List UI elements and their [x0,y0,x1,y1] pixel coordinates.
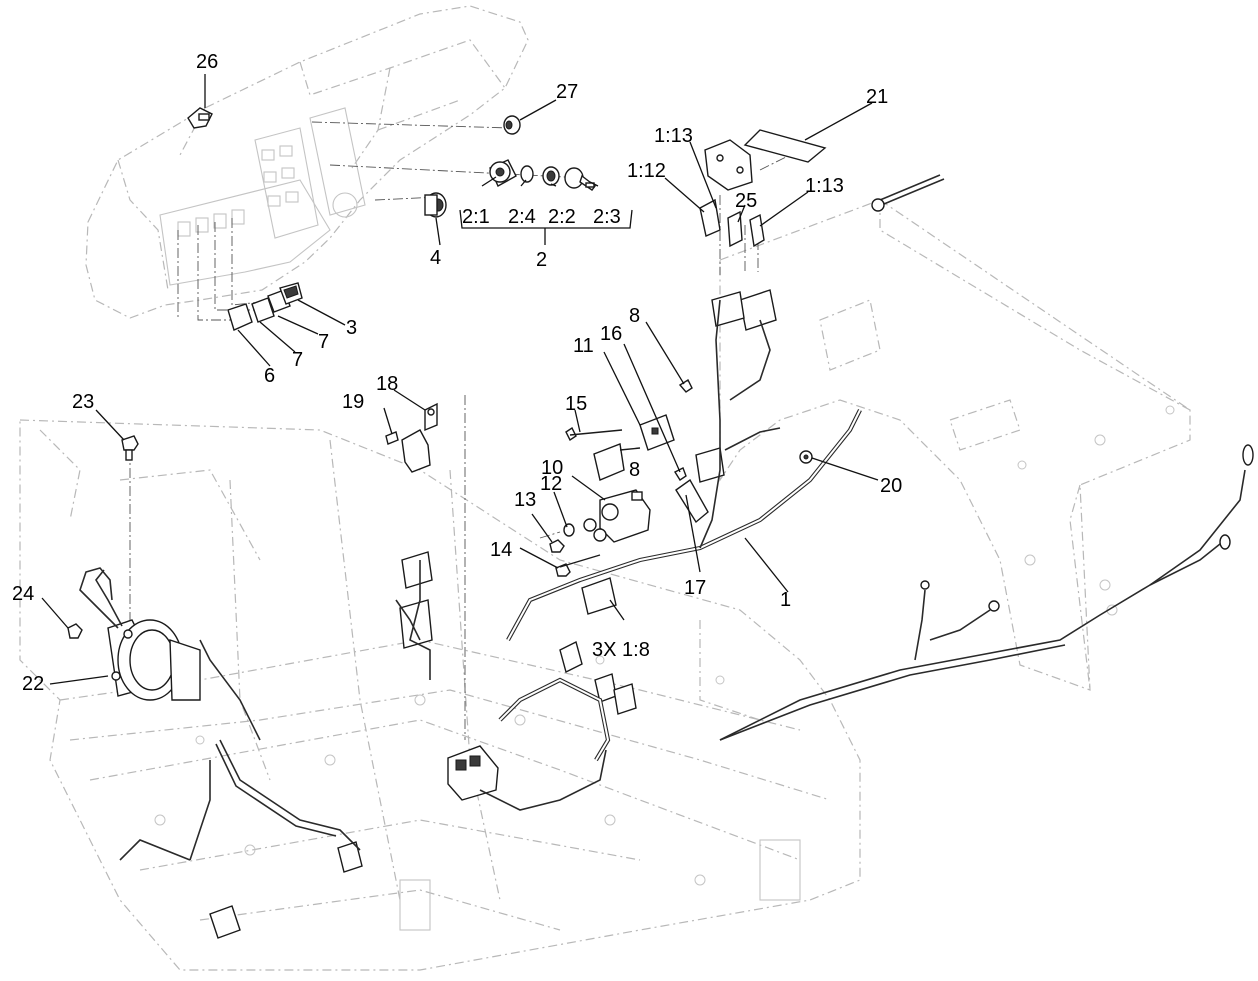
callout-22: 22 [22,673,44,695]
callout-12: 12 [540,473,562,495]
callout-4: 4 [430,247,441,269]
plug-part-27 [503,115,521,135]
bolt-part-23 [121,435,139,461]
wire-harness [119,174,1254,861]
callout-23: 23 [72,391,94,413]
decal-part-21 [743,129,827,163]
callout-3: 3 [346,317,357,339]
relay-bracket-part-18 [385,402,438,473]
washer-part-20 [799,450,813,464]
callout-1-13-left: 1:13 [654,125,693,147]
fuse-block-part-17 [675,447,725,524]
callout-11: 11 [573,335,594,357]
horn-part-22 [79,567,201,701]
power-outlet-part-4 [424,192,447,218]
solenoid-part-10 [583,489,651,543]
hardware-screws [549,378,693,577]
callout-7-upper: 7 [318,331,329,353]
callout-20: 20 [880,475,902,497]
callout-2-3: 2:3 [593,206,621,228]
lamp-part-26 [187,107,213,129]
callout-1: 1 [780,589,791,611]
nut-part-24 [67,623,83,639]
callout-2-2: 2:2 [548,206,576,228]
callout-15: 15 [565,393,587,415]
callout-3x-1-8: 3X 1:8 [592,639,650,661]
callout-1-12: 1:12 [627,160,666,182]
relay-part-11 [639,414,675,451]
callout-1-13-right: 1:13 [805,175,844,197]
callout-13: 13 [514,489,536,511]
callout-17: 17 [684,577,706,599]
callout-2: 2 [536,249,547,271]
leader-lines [41,74,879,685]
callout-19: 19 [342,391,364,413]
connector-part-16 [593,443,641,481]
callout-labels: 26 27 2:1 2:4 2:2 2:3 2 4 3 7 7 6 21 1:1… [12,51,902,695]
upper-relay-bracket [699,139,777,331]
rocker-switches [227,282,303,331]
callout-8-lower: 8 [629,459,640,481]
callout-2-1: 2:1 [462,206,490,228]
callout-2-4: 2:4 [508,206,536,228]
callout-16: 16 [600,323,622,345]
callout-26: 26 [196,51,218,73]
callout-21: 21 [866,86,888,108]
callout-6: 6 [264,365,275,387]
callout-14: 14 [490,539,512,561]
harness-connectors [209,551,637,939]
callout-18: 18 [376,373,398,395]
callout-10: 10 [541,457,563,479]
ignition-switch-assembly [489,159,596,191]
callout-7-lower: 7 [292,349,303,371]
dashboard-housing [85,5,529,319]
callout-25: 25 [735,190,757,212]
callout-24: 24 [12,583,34,605]
callout-27: 27 [556,81,578,103]
callout-8-upper: 8 [629,305,640,327]
rear-fender-body [719,199,1191,691]
